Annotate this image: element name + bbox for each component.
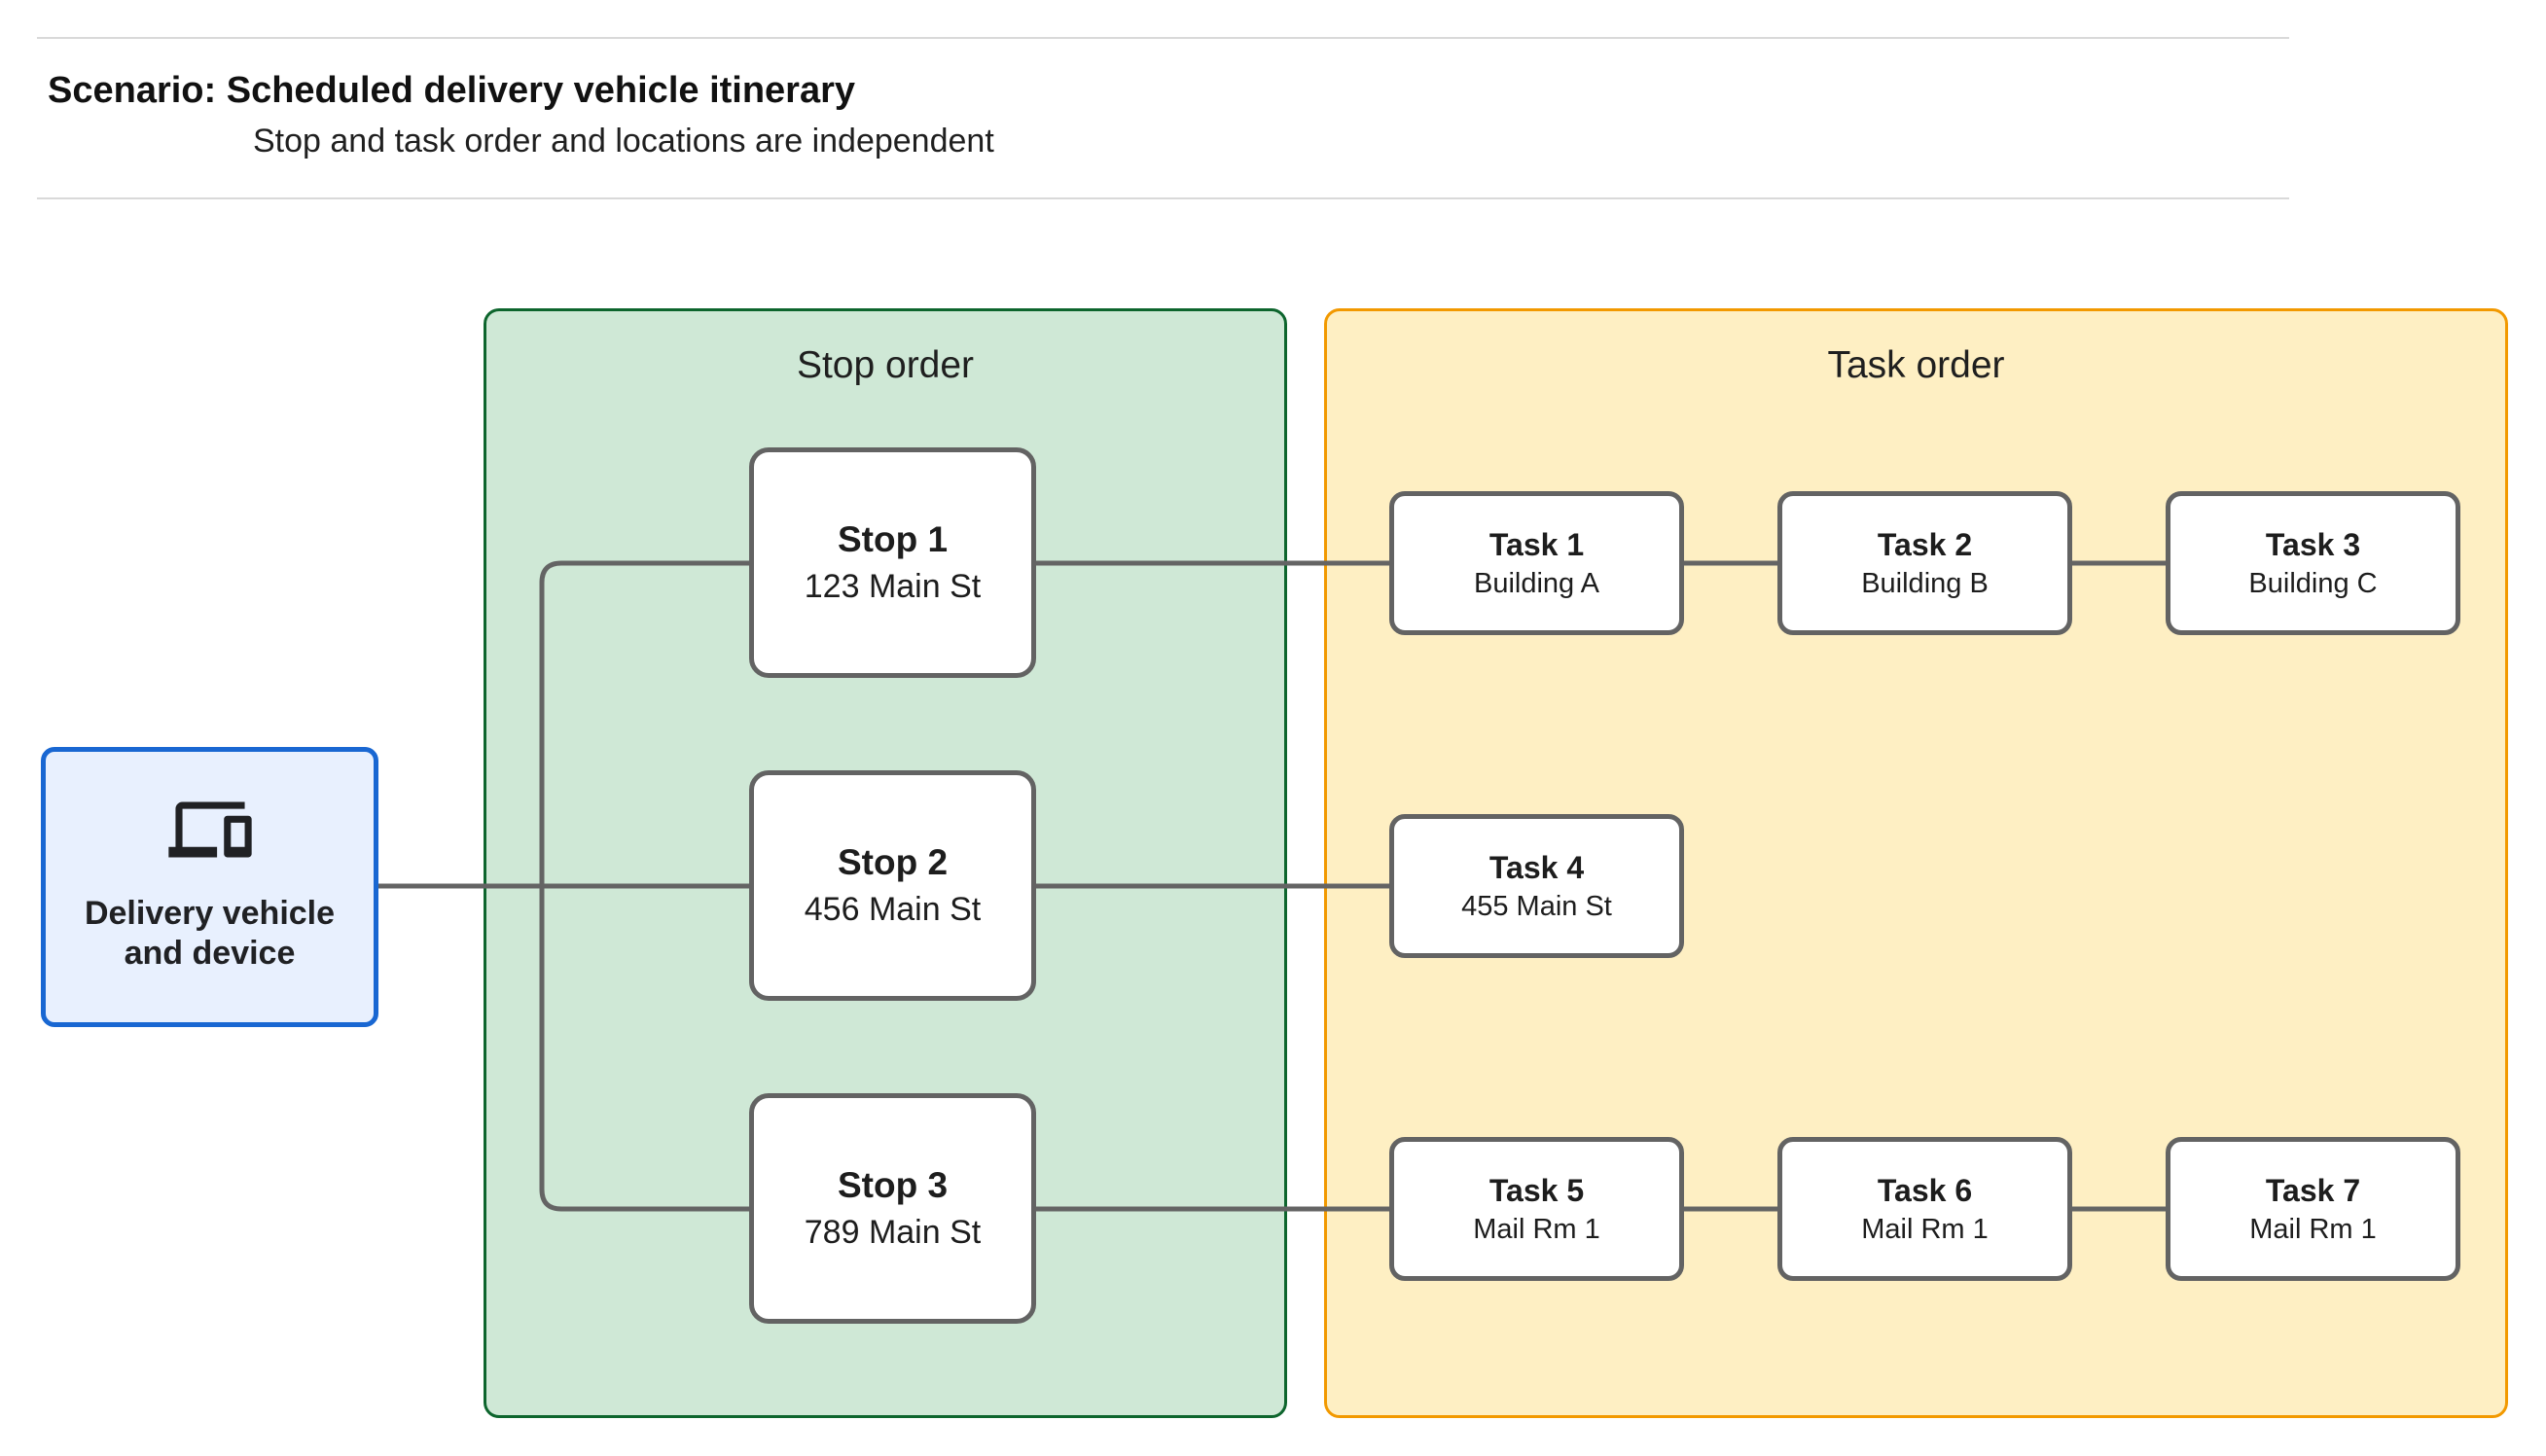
- task-7-box: Task 7 Mail Rm 1: [2166, 1137, 2460, 1281]
- delivery-vehicle-box: Delivery vehicle and device: [41, 747, 378, 1027]
- stop-2-title: Stop 2: [837, 842, 949, 882]
- task-6-title: Task 6: [1877, 1172, 1973, 1208]
- task-3-box: Task 3 Building C: [2166, 491, 2460, 635]
- stop-order-panel-title: Stop order: [796, 344, 975, 386]
- task-order-panel-title: Task order: [1827, 344, 2005, 386]
- task-6-box: Task 6 Mail Rm 1: [1777, 1137, 2072, 1281]
- task-4-title: Task 4: [1488, 849, 1585, 885]
- stop-3-address: 789 Main St: [804, 1214, 982, 1251]
- stop-2-address: 456 Main St: [804, 891, 982, 928]
- divider-top: [37, 37, 2289, 39]
- task-5-title: Task 5: [1488, 1172, 1585, 1208]
- delivery-vehicle-label: Delivery vehicle and device: [84, 895, 336, 972]
- task-4-box: Task 4 455 Main St: [1389, 814, 1684, 958]
- task-1-title: Task 1: [1488, 526, 1585, 562]
- stop-3-box: Stop 3 789 Main St: [749, 1093, 1036, 1324]
- divider-bottom: [37, 197, 2289, 199]
- page-title: Scenario: Scheduled delivery vehicle iti…: [48, 70, 856, 111]
- task-6-location: Mail Rm 1: [1861, 1213, 1989, 1245]
- stop-1-address: 123 Main St: [804, 568, 982, 605]
- stop-1-box: Stop 1 123 Main St: [749, 447, 1036, 678]
- task-4-location: 455 Main St: [1461, 890, 1612, 922]
- task-2-location: Building B: [1861, 567, 1989, 599]
- task-1-location: Building A: [1474, 567, 1599, 599]
- stop-2-box: Stop 2 456 Main St: [749, 770, 1036, 1001]
- task-7-title: Task 7: [2265, 1172, 2361, 1208]
- page-subtitle: Stop and task order and locations are in…: [253, 123, 994, 160]
- task-3-location: Building C: [2248, 567, 2378, 599]
- task-2-title: Task 2: [1877, 526, 1973, 562]
- task-5-location: Mail Rm 1: [1473, 1213, 1600, 1245]
- task-2-box: Task 2 Building B: [1777, 491, 2072, 635]
- task-7-location: Mail Rm 1: [2249, 1213, 2377, 1245]
- task-3-title: Task 3: [2265, 526, 2361, 562]
- task-1-box: Task 1 Building A: [1389, 491, 1684, 635]
- devices-icon: [167, 801, 252, 858]
- stop-3-title: Stop 3: [837, 1165, 949, 1205]
- stop-1-title: Stop 1: [837, 519, 949, 559]
- task-5-box: Task 5 Mail Rm 1: [1389, 1137, 1684, 1281]
